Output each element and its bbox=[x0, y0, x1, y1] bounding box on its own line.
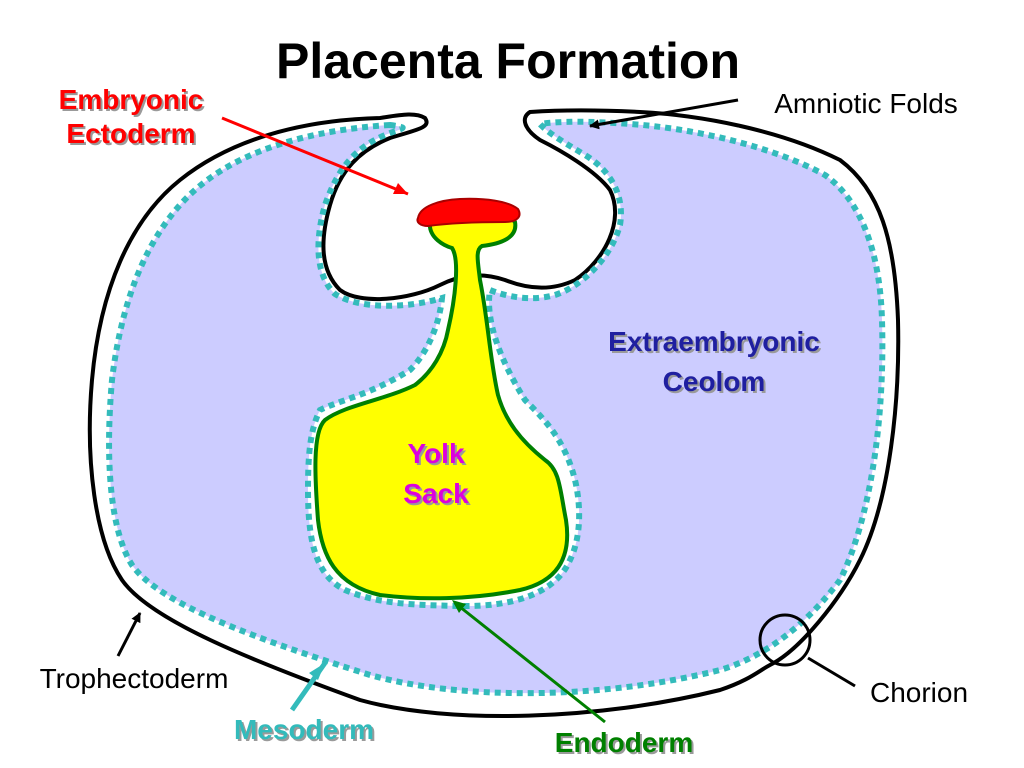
trophectoderm-arrow bbox=[116, 612, 142, 657]
endoderm-label-group: Endoderm Endoderm bbox=[555, 727, 695, 760]
mesoderm-arrowhead bbox=[309, 663, 325, 680]
trophectoderm-label: Trophectoderm bbox=[40, 663, 229, 694]
chorion-marker-circle bbox=[758, 613, 812, 667]
page-title: Placenta Formation bbox=[276, 33, 740, 89]
coelom-label-line2-shadow: Ceolom bbox=[665, 368, 768, 399]
yolk-sack-label-line2: Sack bbox=[403, 478, 469, 509]
yolk-sack-label: Yolk Yolk Sack Sack bbox=[403, 438, 471, 511]
coelom-label-line1: Extraembryonic bbox=[608, 326, 820, 357]
yolk-sack-label-line2-shadow: Sack bbox=[405, 480, 471, 511]
yolk-sack-label-line1-shadow: Yolk bbox=[409, 440, 466, 471]
embryonic-ectoderm-label-line1: Embryonic bbox=[59, 84, 204, 115]
mesoderm-label-shadow: Mesoderm bbox=[236, 716, 376, 747]
amniotic-folds-arrow bbox=[589, 98, 739, 130]
chorion-label: Chorion bbox=[870, 677, 968, 708]
yolk-sack-label-line1: Yolk bbox=[407, 438, 464, 469]
embryonic-ectoderm-label-line2-shadow: Ectoderm bbox=[68, 120, 197, 151]
embryonic-ectoderm-arrow bbox=[221, 116, 409, 196]
mesoderm-label-group: Mesoderm Mesoderm bbox=[234, 714, 376, 747]
extraembryonic-coelom bbox=[106, 118, 886, 697]
embryonic-ectoderm-arrowhead bbox=[393, 183, 408, 194]
endoderm-arrowhead bbox=[452, 600, 466, 613]
yolk-sack bbox=[313, 211, 570, 601]
mesoderm-label: Mesoderm bbox=[234, 714, 374, 745]
embryonic-ectoderm-label-line2: Ectoderm bbox=[66, 118, 195, 149]
amniotic-folds-label: Amniotic Folds bbox=[774, 88, 958, 119]
embryonic-ectoderm-shape bbox=[416, 197, 521, 228]
embryonic-ectoderm-label: Embryonic Embryonic Ectoderm Ectoderm bbox=[59, 84, 206, 151]
endoderm-arrow bbox=[454, 601, 606, 724]
extraembryonic-coelom-label: Extraembryonic Extraembryonic Ceolom Ceo… bbox=[608, 326, 822, 399]
coelom-label-line1-shadow: Extraembryonic bbox=[610, 328, 822, 359]
embryonic-ectoderm-label-line1-shadow: Embryonic bbox=[61, 86, 206, 117]
endoderm-label: Endoderm bbox=[555, 727, 693, 758]
chorion-arrow bbox=[807, 656, 856, 688]
coelom-label-line2: Ceolom bbox=[663, 366, 766, 397]
endoderm-label-shadow: Endoderm bbox=[557, 729, 695, 760]
